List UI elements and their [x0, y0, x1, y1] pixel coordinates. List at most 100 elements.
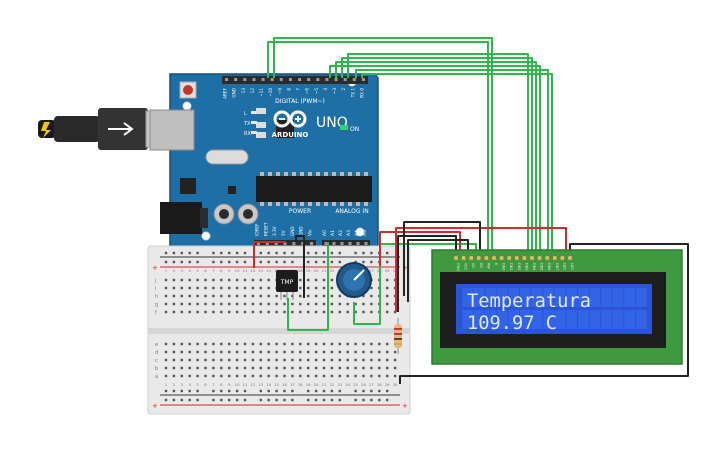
rail-hole[interactable]	[330, 251, 334, 255]
breadboard-hole[interactable]	[314, 374, 318, 378]
rail-hole[interactable]	[283, 260, 286, 264]
breadboard-hole[interactable]	[283, 374, 286, 378]
breadboard-hole[interactable]	[299, 366, 302, 370]
breadboard-hole[interactable]	[259, 358, 262, 362]
breadboard-hole[interactable]	[188, 350, 191, 354]
breadboard-hole[interactable]	[346, 366, 349, 370]
breadboard-hole[interactable]	[338, 302, 341, 306]
breadboard-hole[interactable]	[220, 294, 223, 298]
rail-hole[interactable]	[370, 260, 373, 264]
lcd-pin[interactable]	[567, 255, 573, 261]
breadboard-hole[interactable]	[180, 366, 183, 370]
breadboard-hole[interactable]	[228, 286, 231, 290]
breadboard-hole[interactable]	[370, 286, 373, 290]
rail-hole[interactable]	[212, 389, 215, 393]
rail-hole[interactable]	[172, 389, 176, 393]
breadboard-hole[interactable]	[235, 350, 239, 354]
breadboard-hole[interactable]	[188, 342, 191, 346]
rail-hole[interactable]	[180, 251, 183, 255]
breadboard-hole[interactable]	[164, 286, 168, 290]
breadboard-hole[interactable]	[243, 350, 247, 354]
lcd-pin[interactable]	[476, 255, 482, 261]
breadboard-hole[interactable]	[322, 342, 326, 346]
breadboard-hole[interactable]	[386, 342, 389, 346]
rail-hole[interactable]	[188, 389, 191, 393]
digital-pin[interactable]	[361, 78, 365, 81]
breadboard-hole[interactable]	[378, 342, 381, 346]
breadboard-hole[interactable]	[243, 342, 247, 346]
breadboard-hole[interactable]	[386, 350, 389, 354]
breadboard-hole[interactable]	[267, 278, 270, 282]
breadboard-hole[interactable]	[275, 310, 278, 314]
breadboard-hole[interactable]	[235, 286, 239, 290]
breadboard-hole[interactable]	[299, 294, 302, 298]
rail-hole[interactable]	[354, 260, 357, 264]
rail-hole[interactable]	[386, 251, 389, 255]
breadboard-hole[interactable]	[228, 350, 231, 354]
breadboard-hole[interactable]	[267, 350, 270, 354]
breadboard-hole[interactable]	[291, 310, 294, 314]
breadboard-hole[interactable]	[362, 302, 365, 306]
rail-hole[interactable]	[338, 260, 341, 264]
rail-hole[interactable]	[362, 251, 365, 255]
rail-hole[interactable]	[243, 251, 247, 255]
breadboard-hole[interactable]	[196, 374, 199, 378]
breadboard-hole[interactable]	[243, 374, 247, 378]
analog-pin[interactable]	[340, 242, 344, 245]
breadboard-hole[interactable]	[330, 294, 334, 298]
lcd-pin[interactable]	[560, 255, 565, 261]
rail-hole[interactable]	[180, 389, 183, 393]
breadboard-hole[interactable]	[251, 342, 255, 346]
digital-pin[interactable]	[288, 78, 292, 81]
breadboard-hole[interactable]	[354, 366, 357, 370]
breadboard-hole[interactable]	[251, 350, 255, 354]
breadboard-hole[interactable]	[346, 350, 349, 354]
breadboard-hole[interactable]	[354, 302, 357, 306]
breadboard-hole[interactable]	[259, 278, 262, 282]
rail-hole[interactable]	[228, 251, 231, 255]
breadboard-hole[interactable]	[212, 302, 215, 306]
rail-hole[interactable]	[243, 260, 247, 264]
breadboard-hole[interactable]	[291, 342, 294, 346]
breadboard-hole[interactable]	[314, 366, 318, 370]
breadboard-hole[interactable]	[196, 350, 199, 354]
breadboard-hole[interactable]	[180, 342, 183, 346]
breadboard-hole[interactable]	[275, 366, 278, 370]
breadboard-hole[interactable]	[362, 374, 365, 378]
breadboard-hole[interactable]	[212, 358, 215, 362]
rail-hole[interactable]	[235, 251, 239, 255]
breadboard-hole[interactable]	[180, 310, 183, 314]
breadboard-hole[interactable]	[243, 358, 247, 362]
breadboard-hole[interactable]	[220, 350, 223, 354]
breadboard-hole[interactable]	[251, 294, 255, 298]
breadboard-hole[interactable]	[346, 302, 349, 306]
breadboard-hole[interactable]	[354, 310, 357, 314]
breadboard-hole[interactable]	[196, 310, 199, 314]
breadboard-hole[interactable]	[330, 310, 334, 314]
breadboard-hole[interactable]	[243, 366, 247, 370]
digital-pin[interactable]	[334, 78, 338, 81]
breadboard-hole[interactable]	[267, 286, 270, 290]
breadboard-hole[interactable]	[291, 374, 294, 378]
rail-hole[interactable]	[228, 260, 231, 264]
breadboard-hole[interactable]	[267, 366, 270, 370]
breadboard-hole[interactable]	[164, 342, 168, 346]
breadboard-hole[interactable]	[307, 342, 310, 346]
breadboard-hole[interactable]	[220, 302, 223, 306]
breadboard-hole[interactable]	[307, 350, 310, 354]
breadboard-hole[interactable]	[196, 294, 199, 298]
breadboard-hole[interactable]	[275, 294, 278, 298]
rail-hole[interactable]	[228, 389, 231, 393]
breadboard-hole[interactable]	[212, 286, 215, 290]
breadboard-hole[interactable]	[338, 342, 341, 346]
breadboard-hole[interactable]	[354, 374, 357, 378]
breadboard-hole[interactable]	[196, 278, 199, 282]
breadboard-hole[interactable]	[314, 286, 318, 290]
digital-pin[interactable]	[252, 78, 256, 81]
breadboard-hole[interactable]	[204, 374, 207, 378]
breadboard-hole[interactable]	[370, 374, 373, 378]
rail-hole[interactable]	[338, 398, 341, 402]
lcd-pin[interactable]	[514, 255, 520, 261]
breadboard-hole[interactable]	[172, 302, 176, 306]
rail-hole[interactable]	[275, 389, 278, 393]
